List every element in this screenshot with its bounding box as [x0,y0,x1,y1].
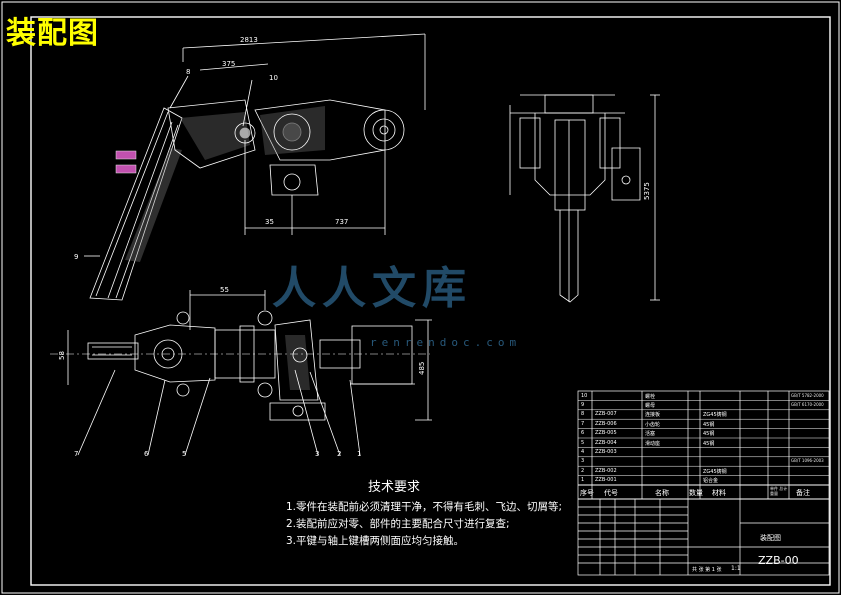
hdr-qty: 数量 [689,489,703,497]
parts-row-name: 小齿轮 [645,421,661,428]
parts-row-name: 螺栓 [645,393,656,400]
dim-right-height: 5375 [643,182,651,200]
parts-table-row-lines [578,400,829,476]
balloon-5: 5 [182,450,186,458]
pink-part-2 [115,164,137,174]
dim-plan-right: 485 [418,362,426,375]
parts-row-no: 10 [581,392,588,399]
dim-top-inner: 375 [222,60,235,68]
tech-item-2: 2.装配前应对零、部件的主要配合尺寸进行复查; [286,518,510,530]
dim-bottom-right: 737 [335,218,348,226]
parts-row-code: ZZB-001 [595,477,617,484]
hdr-no: 序号 [580,489,594,497]
dim-top-total: 2813 [240,36,258,44]
parts-row-no: 1 [581,477,585,484]
parts-row-material: 铝合金 [703,478,719,485]
parts-row-no: 2 [581,467,585,474]
parts-row-code: ZZB-003 [595,448,617,455]
balloon-10: 10 [269,74,278,82]
parts-row-no: 3 [581,458,585,465]
tech-requirements-title: 技术要求 [368,480,421,495]
boss-outline [167,99,256,169]
end-view [509,94,660,303]
balloon-7: 7 [74,450,78,458]
parts-row-note: GB/T 1096-2003 [791,458,824,464]
pink-part-1 [115,150,137,160]
watermark-url: renrendoc.com [370,336,522,349]
hdr-code: 代号 [604,489,618,497]
balloon-9: 9 [74,253,78,261]
drawing-name: 装配图 [760,534,781,542]
hdr-weight: 单件 总计 重量 [770,486,788,496]
parts-row-material: ZG45铸钢 [703,468,727,475]
tech-item-3: 3.平键与轴上键槽两侧面应均匀接触。 [286,535,465,547]
dim-plan-top: 55 [220,286,229,294]
balloon-3: 3 [315,450,319,458]
parts-row-code: ZZB-005 [595,430,617,437]
balloon-1: 1 [357,450,361,458]
parts-row-name: 滑动座 [645,440,661,447]
balloon-8: 8 [186,68,190,76]
hdr-name: 名称 [655,489,669,497]
balloon-2: 2 [337,450,341,458]
parts-row-material: ZG45铸钢 [703,412,727,419]
hdr-note: 备注 [796,489,810,497]
parts-row-material: 45钢 [703,421,715,428]
wheel-circle [363,109,405,151]
parts-row-code: ZZB-004 [595,439,617,446]
inner-frame [30,16,831,586]
dim-bottom-left: 35 [265,218,274,226]
arm-outline [89,107,183,301]
parts-row-no: 7 [581,420,585,427]
parts-row-code: ZZB-007 [595,411,617,418]
parts-row-no: 4 [581,448,585,455]
parts-row-no: 5 [581,439,585,446]
plan-view [50,290,432,456]
title-block-grid [577,390,830,576]
sheet-title: 装配图 [6,16,99,51]
parts-row-material: 45钢 [703,431,715,438]
tech-item-1: 1.零件在装配前必须清理干净，不得有毛刺、飞边、切屑等; [286,501,563,513]
scale: 1:1 [731,565,741,572]
hdr-material: 材料 [712,489,726,497]
sheet-info: 共 张 第 1 张 [692,567,722,573]
parts-row-note: GB/T 6170-2000 [791,401,824,407]
parts-row-name: 连接板 [645,412,661,419]
parts-row-no: 9 [581,401,585,408]
side-view [84,33,426,301]
parts-row-note: GB/T 5782-2000 [791,392,824,398]
balloon-6: 6 [144,450,149,458]
watermark-brand: 人人文库 [272,263,472,314]
parts-row-no: 6 [581,430,585,437]
parts-row-material: 45钢 [703,440,715,447]
drawing-code: ZZB-00 [758,554,799,567]
parts-row-name: 螺母 [645,402,656,409]
parts-row-code: ZZB-006 [595,420,617,427]
dim-plan-left: 58 [58,351,66,360]
parts-row-name: 活塞 [645,431,656,438]
parts-row-no: 8 [581,411,585,418]
parts-row-code: ZZB-002 [595,467,617,474]
